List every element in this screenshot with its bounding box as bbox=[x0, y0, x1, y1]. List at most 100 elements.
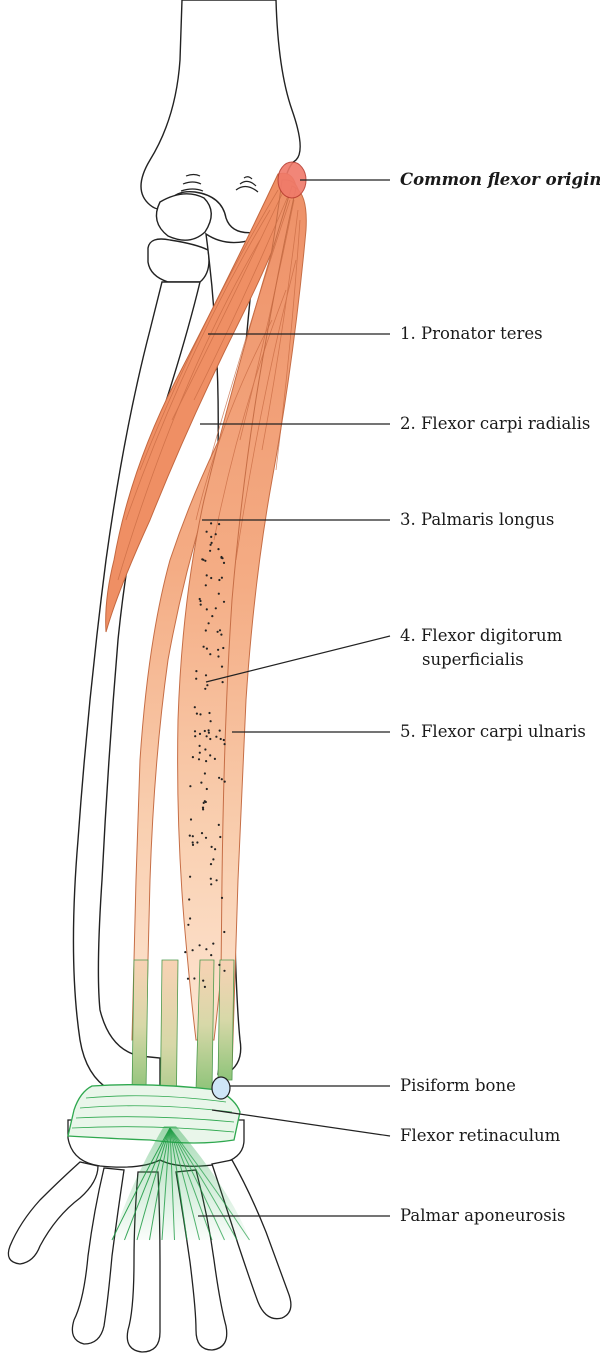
stipple-dot bbox=[217, 823, 220, 827]
stipple-dot bbox=[207, 622, 210, 625]
stipple-dot bbox=[205, 787, 208, 791]
stipple-dot bbox=[213, 757, 216, 761]
stipple-dot bbox=[214, 848, 217, 851]
stipple-dot bbox=[223, 743, 226, 746]
stipple-dot bbox=[204, 687, 207, 690]
leader-lines bbox=[198, 179, 391, 1217]
stipple-dot bbox=[219, 737, 222, 741]
stipple-dot bbox=[214, 607, 217, 610]
stipple-dot bbox=[209, 543, 212, 546]
stipple-dot bbox=[218, 729, 221, 732]
aponeurosis-fibre bbox=[161, 1127, 171, 1241]
stipple-dot bbox=[191, 841, 194, 844]
label-fds-line1: 4. Flexor digitorum bbox=[400, 626, 563, 645]
stipple-dot bbox=[191, 949, 194, 952]
stipple-dot bbox=[204, 584, 207, 587]
aponeurosis-fibre bbox=[169, 1127, 200, 1241]
stipple-dot bbox=[193, 730, 197, 733]
stipple-dot bbox=[204, 836, 208, 839]
stipple-dot bbox=[210, 541, 213, 545]
label-palmaris-longus: 3. Palmaris longus bbox=[400, 510, 555, 529]
stipple-dot bbox=[200, 781, 203, 784]
stipple-dot bbox=[204, 559, 207, 562]
stipple-dot bbox=[220, 633, 223, 636]
stipple-dot bbox=[194, 735, 197, 738]
stipple-dot bbox=[210, 883, 213, 886]
stipple-dot bbox=[222, 600, 226, 603]
stipple-dot bbox=[218, 523, 221, 526]
stipple-dot bbox=[209, 877, 212, 880]
stipple-dot bbox=[198, 597, 201, 601]
stipple-dot bbox=[209, 653, 212, 656]
stipple-dot bbox=[207, 731, 210, 734]
aponeurosis-fibre bbox=[169, 1127, 175, 1241]
stipple-dot bbox=[205, 948, 208, 951]
aponeurosis-fibre bbox=[149, 1127, 171, 1241]
stipple-dot bbox=[209, 863, 213, 866]
stipple-dot bbox=[210, 576, 213, 580]
stipple-dot bbox=[199, 603, 202, 606]
pisiform-bone bbox=[211, 1076, 231, 1100]
label-palmar-aponeurosis: Palmar aponeurosis bbox=[400, 1206, 566, 1225]
stipple-dot bbox=[186, 977, 190, 980]
muscle-fibres bbox=[117, 189, 301, 581]
stipple-dot bbox=[219, 835, 222, 839]
stipple-dot bbox=[214, 533, 217, 536]
stipple-dot bbox=[220, 555, 223, 559]
stipple-dot bbox=[189, 818, 193, 821]
stipple-dot bbox=[202, 808, 205, 811]
stipple-dot bbox=[222, 646, 225, 650]
stipple-dot bbox=[210, 845, 213, 849]
stipple-dot bbox=[188, 834, 191, 837]
label-flexor-carpi-ulnaris: 5. Flexor carpi ulnaris bbox=[400, 722, 586, 741]
stipple-dot bbox=[191, 756, 194, 759]
stipple-dot bbox=[205, 530, 208, 533]
stipple-dot bbox=[196, 841, 199, 844]
stipple-dot bbox=[205, 608, 208, 611]
label-flexor-carpi-radialis: 2. Flexor carpi radialis bbox=[400, 414, 591, 433]
stipple-dot bbox=[205, 647, 208, 650]
aponeurosis-fibre bbox=[124, 1127, 171, 1241]
stipple-dot bbox=[220, 576, 223, 579]
flexor-retinaculum bbox=[67, 1084, 241, 1144]
label-fds-line2: superficialis bbox=[422, 650, 524, 669]
aponeurosis-fibre bbox=[169, 1127, 213, 1241]
stipple-dot bbox=[189, 875, 192, 878]
humerus bbox=[140, 0, 301, 241]
stipple-dot bbox=[210, 535, 213, 539]
stipple-dot bbox=[210, 522, 213, 525]
stipple-dot bbox=[199, 713, 202, 716]
stipple-dot bbox=[220, 778, 223, 781]
stipple-dot bbox=[202, 979, 205, 982]
stipple-dot bbox=[198, 744, 201, 748]
stipple-dot bbox=[195, 677, 198, 680]
stipple-dot bbox=[220, 896, 224, 900]
stipple-dot bbox=[184, 951, 187, 954]
stipple-dot bbox=[205, 735, 208, 738]
stipple-dot bbox=[217, 648, 220, 651]
stipple-dot bbox=[215, 735, 218, 738]
stipple-dot bbox=[204, 674, 208, 677]
stipple-dot bbox=[195, 712, 198, 715]
stipple-dot bbox=[191, 843, 195, 847]
label-pisiform-bone: Pisiform bone bbox=[400, 1076, 516, 1095]
stipple-dot bbox=[203, 729, 206, 733]
label-common-flexor-origin: Common flexor origin bbox=[400, 170, 600, 189]
palmar-aponeurosis bbox=[111, 1126, 250, 1241]
stipple-dot bbox=[201, 806, 205, 809]
stipple-dot bbox=[223, 780, 226, 783]
stipple-dot bbox=[187, 923, 190, 926]
stipple-dot bbox=[193, 977, 196, 980]
aponeurosis-fibre bbox=[169, 1127, 238, 1241]
stipple-dot bbox=[202, 801, 205, 805]
stipple-dot bbox=[210, 954, 213, 957]
stipple-dot bbox=[193, 706, 196, 709]
stipple-dot bbox=[212, 858, 215, 861]
label-flexor-retinaculum: Flexor retinaculum bbox=[400, 1126, 561, 1145]
aponeurosis-fibre bbox=[169, 1127, 225, 1241]
stipple-dot bbox=[218, 776, 221, 779]
stipple-dot bbox=[209, 754, 212, 757]
stipple-dot bbox=[198, 944, 201, 947]
stipple-dot bbox=[202, 558, 205, 561]
